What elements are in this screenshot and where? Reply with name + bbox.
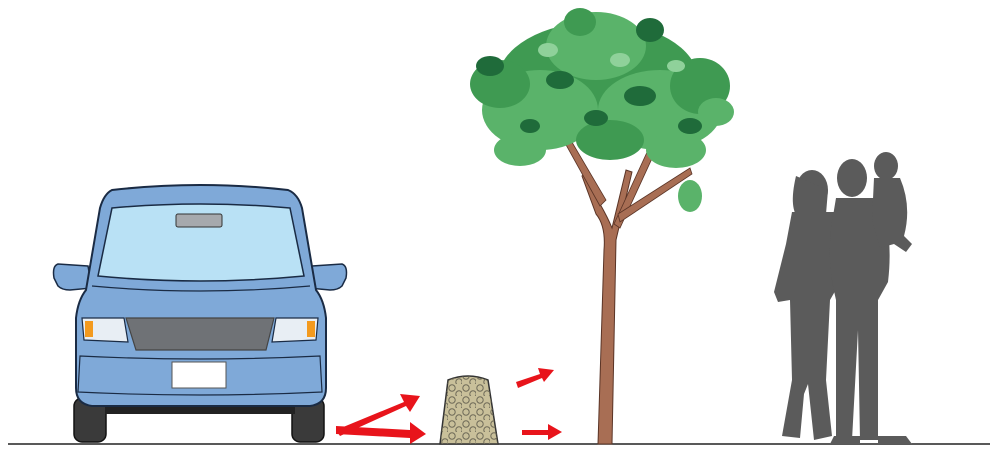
tree [470,8,734,444]
arrow-deflect-up-icon [516,368,554,388]
car-grille [126,318,274,350]
car-license-plate [172,362,226,388]
arrows-left [336,394,426,444]
car-turn-signal-left [85,321,93,337]
car-turn-signal-right [307,321,315,337]
car-stop [440,376,498,444]
tree-canopy [470,8,734,212]
arrow-deflect-right-icon [522,424,562,440]
car-rearview-mirror [176,214,222,227]
person-child [872,152,912,252]
people [774,152,912,444]
arrows-right [516,368,562,440]
person-woman [774,170,842,440]
car [54,185,347,442]
